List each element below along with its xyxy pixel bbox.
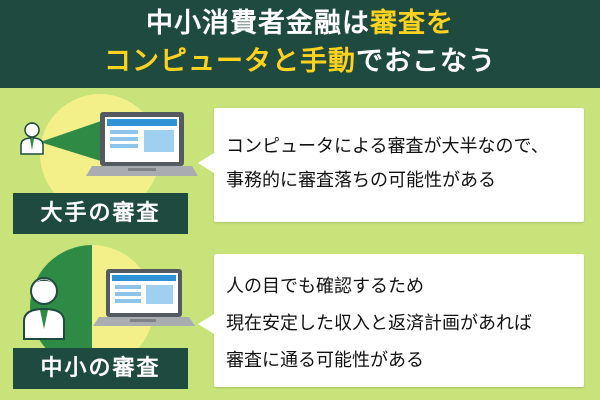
title-line-2: コンピュータと手動でおこなう xyxy=(0,45,600,79)
laptop-icon xyxy=(86,112,198,176)
title-line-1: 中小消費者金融は審査を xyxy=(0,7,600,41)
sight-beam xyxy=(40,120,104,162)
large-company-text-line: コンピュータによる審査が大半なので、 xyxy=(226,136,549,157)
person-icon xyxy=(20,122,44,155)
small-company-label: 中小の審査 xyxy=(13,348,188,389)
large-company-description: コンピュータによる審査が大半なので、 事務的に審査落ちの可能性がある xyxy=(226,130,576,198)
person-icon xyxy=(23,277,65,340)
laptop-icon xyxy=(93,269,195,326)
small-company-text-line: 審査に通る可能性がある xyxy=(226,350,424,371)
title-line-2-part-a: コンピュータと手動 xyxy=(104,46,356,77)
large-company-illustration xyxy=(20,94,198,214)
bubble-tail xyxy=(198,153,214,173)
small-company-description: 人の目でも確認するため 現在安定した収入と返済計画があれば 審査に通る可能性があ… xyxy=(226,268,576,379)
small-company-text-line: 人の目でも確認するため xyxy=(226,276,424,297)
small-company-speech-bubble: 人の目でも確認するため 現在安定した収入と返済計画があれば 審査に通る可能性があ… xyxy=(198,254,584,387)
title-banner: 中小消費者金融は審査を コンピュータと手動でおこなう xyxy=(0,0,600,88)
title-line-1-part-b: 審査を xyxy=(370,8,454,39)
bubble-tail xyxy=(198,314,214,334)
large-company-text-line: 事務的に審査落ちの可能性がある xyxy=(226,170,496,191)
large-company-label: 大手の審査 xyxy=(13,193,188,234)
small-company-text-line: 現在安定した収入と返済計画があれば xyxy=(226,313,532,334)
title-line-2-part-b: でおこなう xyxy=(356,46,496,77)
title-line-1-part-a: 中小消費者金融は xyxy=(146,8,370,39)
small-company-illustration xyxy=(23,245,195,369)
large-company-speech-bubble: コンピュータによる審査が大半なので、 事務的に審査落ちの可能性がある xyxy=(198,108,584,222)
